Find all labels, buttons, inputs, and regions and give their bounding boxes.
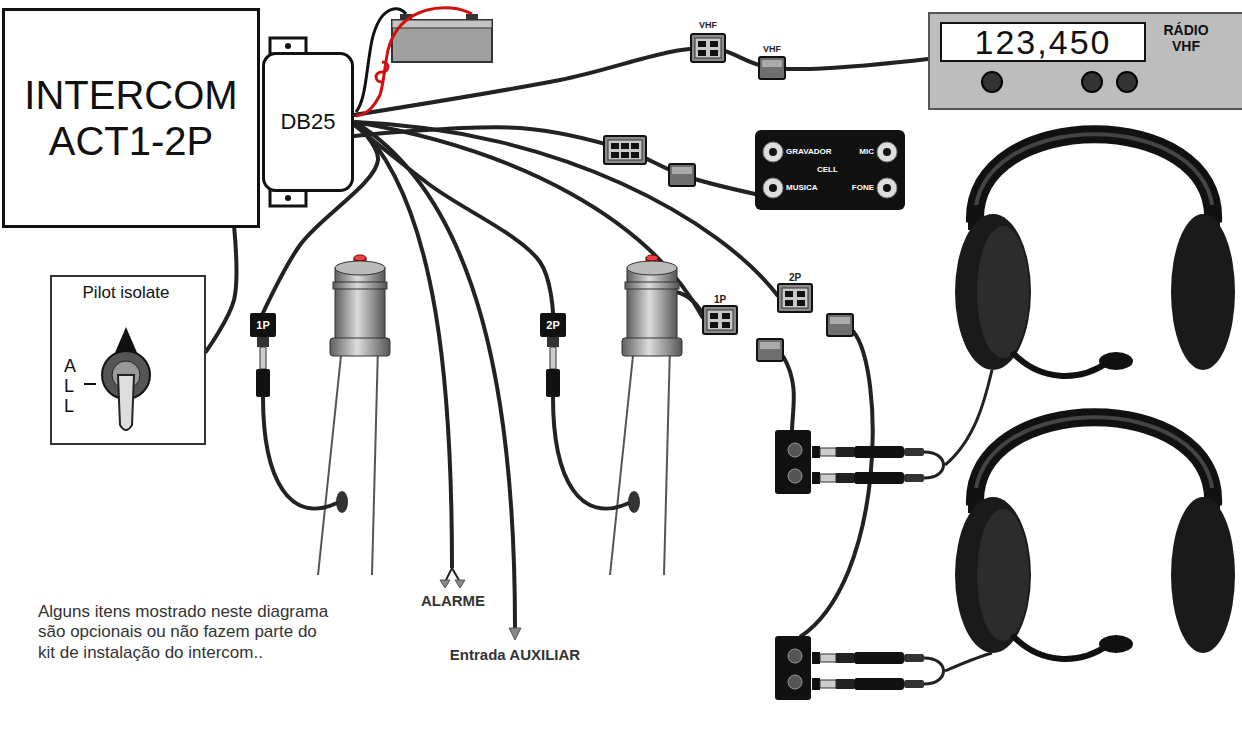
headset-jacks [788,649,802,663]
headset-jacks [812,678,924,690]
wire-label: ALARME [398,592,508,609]
headset-jacks [788,443,802,457]
ptt-jack-plug [547,337,559,347]
ptt-switch [330,255,390,356]
connector-label: 2P [777,272,813,283]
headset-connectors [757,339,783,361]
node-text: A L L [64,357,82,416]
headset [955,134,1235,659]
ptt-switch [664,346,670,575]
ptt-switch [336,491,348,513]
vhf-connectors [759,57,785,79]
recorder-connectors [669,164,695,186]
ptt-jack-plug [257,337,269,347]
headset-jacks [788,675,802,689]
ptt-tag: 2P [540,313,566,337]
ptt-switch [318,346,342,575]
connector-label: VHF [756,44,788,54]
cable-bundle [355,122,778,628]
db25-connector: DB25 [262,52,354,192]
node-text: CELL [817,165,838,174]
headset-connectors [778,284,812,312]
vhf-connectors [691,34,785,79]
cable-bundle [355,122,515,628]
ptt-jack-plug [546,369,560,397]
recorder-connectors [604,136,695,186]
ptt-switch [372,346,378,575]
intercom-unit: INTERCOM ACT1-2P [2,8,260,228]
node-text: 1P [256,319,269,331]
node-text: MUSICA [786,183,818,192]
wire-arrows [440,580,450,588]
headset-jacks [775,370,992,700]
ptt-jack-plug [553,397,629,509]
node-text: 2P [546,319,559,331]
vhf-radio: RÁDIO VHF 123,450 [928,12,1242,110]
node-text: FONE [845,183,874,192]
headset-jacks [788,469,802,483]
wire-layer [206,48,928,352]
headset-connectors [827,314,853,336]
connector-label: VHF [690,20,726,30]
note-text: Alguns itens mostrado neste diagrama são… [38,602,338,663]
wire-arrows [509,628,521,640]
connector-label: 1P [702,294,738,305]
db25-mount [285,43,291,49]
cable-bundle [355,122,778,296]
audio-box: GRAVADOR MUSICA CELL MIC FONE [755,130,905,210]
wire-arrows [440,580,521,640]
ptt-switch [628,491,640,513]
ptt-jack-plug [260,347,266,369]
frequency-display: 123,450 [940,22,1146,62]
wire-label: Entrada AUXILIAR [430,646,600,663]
headset [955,417,1235,659]
cable-bundle [676,292,704,316]
node-text: GRAVADOR [786,147,831,156]
node-text: MIC [845,147,874,156]
db25-mount [285,195,291,201]
battery [356,8,472,116]
battery [392,20,492,62]
headset [955,134,1235,376]
node-text: DB25 [280,109,335,135]
headset-connectors [783,356,794,432]
ptt-switch [318,255,682,575]
ptt-jack-plug [256,337,629,509]
recorder-connectors [604,136,646,164]
node-text: 123,450 [975,25,1112,59]
battery [356,9,406,112]
battery [376,62,388,82]
headset-jacks [812,652,924,664]
vhf-connectors [691,34,725,62]
wire-arrows [455,580,465,588]
node-text: INTERCOM ACT1-2P [11,72,251,164]
ptt-tag: 1P [250,313,276,337]
headset-jacks [924,653,992,684]
headset-jacks [812,446,924,458]
ptt-jack-plug [256,369,270,397]
battery [356,8,492,116]
headset-jacks [775,430,811,494]
ptt-switch [622,255,682,356]
headset-connectors [703,284,873,637]
isolate-switch: Pilot isolate A L L [50,275,206,445]
ptt-jack-plug [550,347,556,369]
headset-connectors [703,306,737,334]
ptt-jack-plug [263,397,337,509]
node-text: RÁDIO VHF [1156,22,1216,54]
db25-mount [270,190,306,206]
ptt-switch [610,346,634,575]
headset-jacks [812,472,924,484]
headset-jacks [775,636,811,700]
cable [206,228,236,352]
headset-jacks [924,370,992,478]
node-text: Pilot isolate [52,283,200,303]
